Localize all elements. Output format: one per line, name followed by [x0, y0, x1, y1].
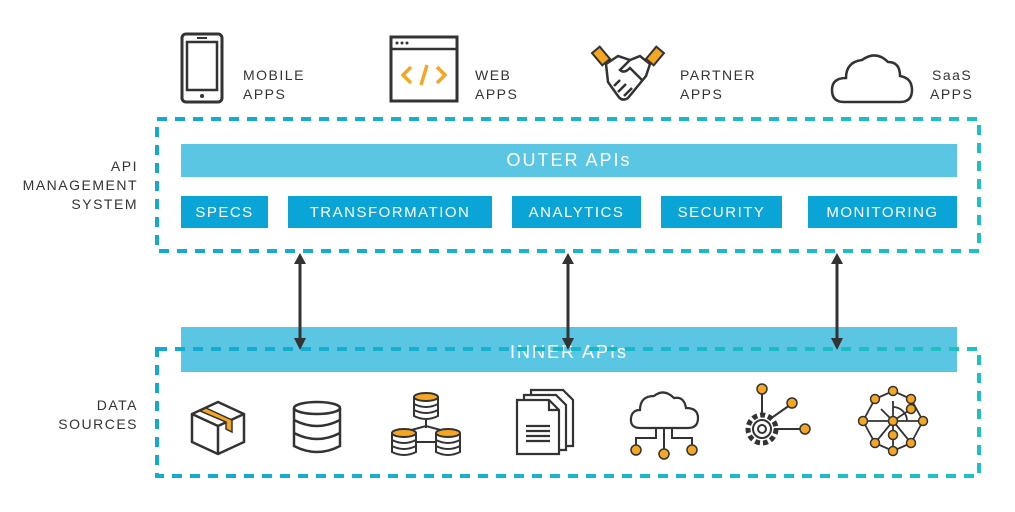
cloud-icon [830, 54, 914, 104]
network-graph-icon [857, 385, 929, 457]
cloud-network-icon [629, 391, 700, 460]
documents-icon [515, 388, 575, 456]
module-security: SECURITY [661, 196, 782, 228]
module-transformation: TRANSFORMATION [288, 196, 492, 228]
module-monitoring: MONITORING [808, 196, 957, 228]
module-analytics: ANALYTICS [512, 196, 641, 228]
outer-apis-bar: OUTER APIs [181, 144, 957, 177]
distributed-database-icon [391, 392, 461, 456]
mobile-phone-icon [180, 32, 224, 104]
handshake-icon [590, 45, 666, 101]
package-icon [190, 400, 246, 456]
database-icon [292, 400, 342, 454]
module-specs: SPECS [181, 196, 268, 228]
browser-code-icon [389, 35, 459, 103]
bidirectional-arrows [294, 253, 843, 350]
gear-network-icon [745, 383, 811, 446]
